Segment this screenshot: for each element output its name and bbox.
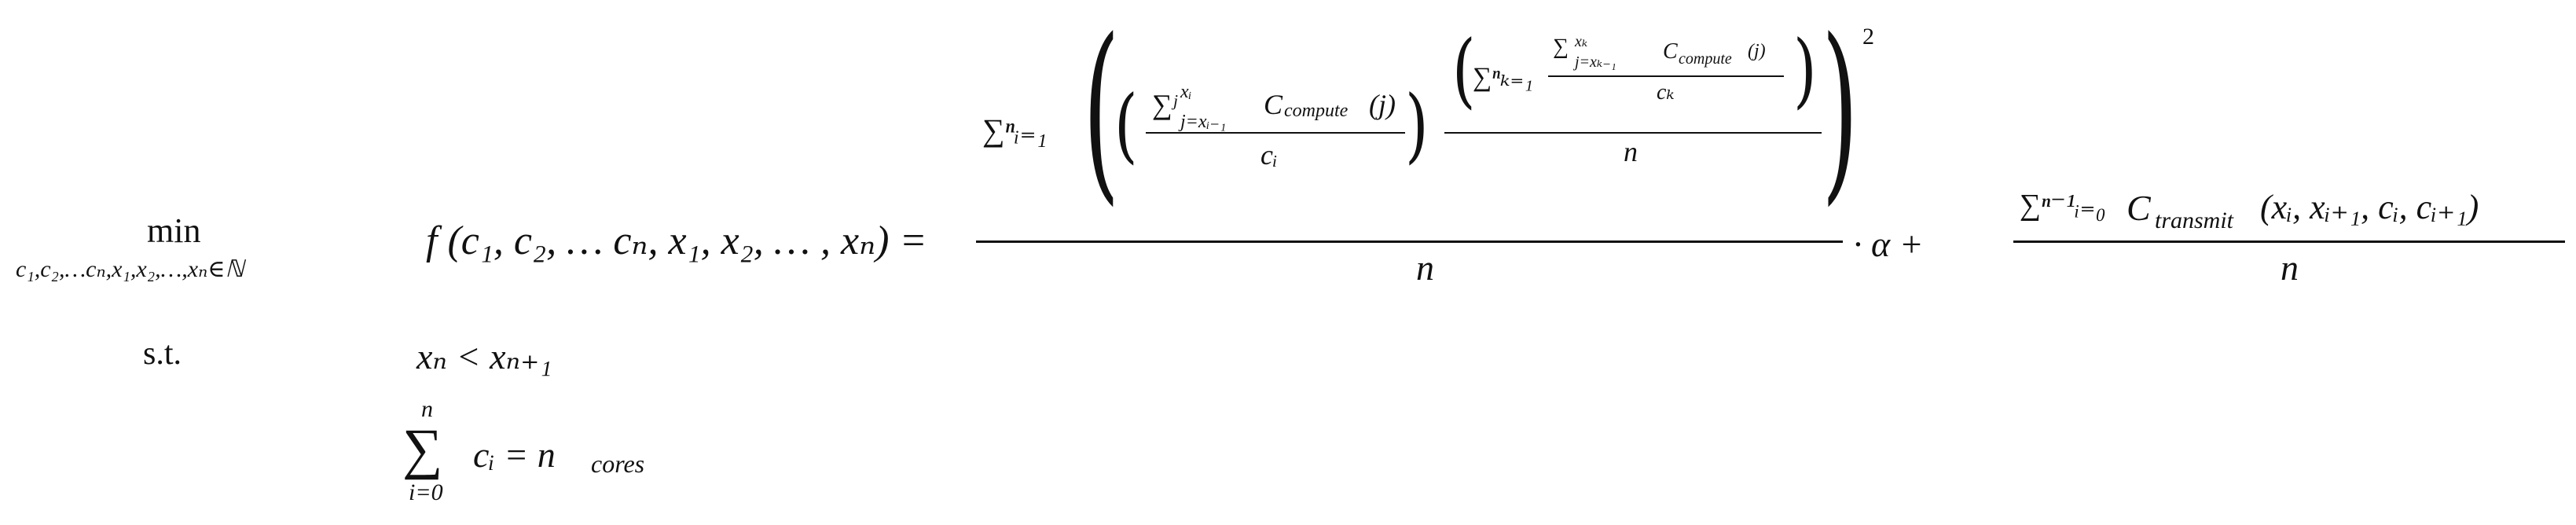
frac-j-bar <box>1146 132 1405 134</box>
transmit-args: (xᵢ, xᵢ₊₁, cᵢ, cᵢ₊₁) <box>2260 188 2479 226</box>
transmit-sub: transmit <box>2155 207 2234 233</box>
min-subscript: c₁,c₂,…cₙ,x₁,x₂,…,xₙ∈ℕ <box>16 256 244 282</box>
n-inner: n <box>1624 136 1638 167</box>
sum-k: ∑ⁿₖ₌₁ <box>1473 63 1534 92</box>
sum-jk: ∑ <box>1553 35 1569 59</box>
compute-arg-j: (j) <box>1369 89 1396 120</box>
constraint-1: xₙ < xₙ₊₁ <box>416 336 552 376</box>
transmit-sum: ∑ⁿ⁻¹ᵢ₌₀ <box>2020 189 2106 222</box>
transmit-C: C <box>2126 188 2151 228</box>
paren-1-left: ( <box>1114 77 1138 172</box>
paren-2-right: ) <box>1793 22 1817 117</box>
paren-2-left: ( <box>1452 22 1476 117</box>
compute-C-k: C <box>1663 39 1678 64</box>
compute-C: C <box>1264 89 1283 120</box>
transmit-fraction-bar <box>2013 240 2565 243</box>
compute-arg-j-k: (j) <box>1748 41 1766 61</box>
denom-ci: cᵢ <box>1260 139 1278 171</box>
compute-sub: compute <box>1284 101 1349 121</box>
constraint-2-upper: n <box>421 396 433 422</box>
n-transmit: n <box>2281 248 2299 288</box>
sum-jk-lower: j=xₖ₋₁ <box>1575 53 1616 71</box>
sum-j-upper: xᵢ <box>1180 82 1192 102</box>
function-lhs: f (c₁, c₂, … cₙ, x₁, x₂, … , xₙ) = <box>426 218 927 263</box>
frac-k-bar <box>1548 75 1784 77</box>
exponent-2: 2 <box>1862 24 1874 50</box>
sum-j: ∑ʲ <box>1152 89 1177 120</box>
big-right-paren: ) <box>1822 0 1859 224</box>
constraint-2-sum: ∑ <box>402 417 443 480</box>
constraint-2-body-sub: cores <box>591 450 645 478</box>
st-label: s.t. <box>143 336 182 372</box>
sum-jk-upper: xₖ <box>1575 33 1588 50</box>
min-operator: min <box>147 211 201 250</box>
outer-sum: ∑ⁿᵢ₌₁ <box>982 112 1048 148</box>
compute-sub-k: compute <box>1679 50 1732 68</box>
denom-ck: cₖ <box>1657 80 1675 105</box>
n-outer: n <box>1416 248 1434 288</box>
dot-alpha-plus: · α + <box>1853 224 1924 264</box>
main-fraction-bar <box>976 240 1843 243</box>
frac-n-inner-bar <box>1444 132 1822 134</box>
constraint-2-body: cᵢ = n <box>473 435 556 475</box>
paren-1-right: ) <box>1405 77 1429 172</box>
big-left-paren: ( <box>1083 0 1120 224</box>
constraint-2-lower: i=0 <box>409 479 443 505</box>
sum-j-lower: j=xᵢ₋₁ <box>1180 112 1227 132</box>
